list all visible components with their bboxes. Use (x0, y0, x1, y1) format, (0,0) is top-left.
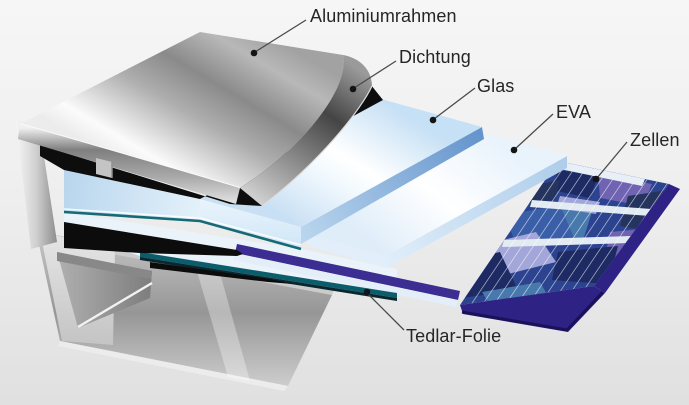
cells-edge-bottom (460, 286, 605, 332)
glass-bottom-edge (63, 210, 302, 251)
frame-bottom-cavity-top-shade (57, 252, 152, 279)
eva-front-face (308, 234, 386, 268)
label-dichtung: Dichtung (399, 47, 471, 67)
leader-dot-frame (250, 49, 258, 57)
leader-lines (254, 19, 628, 331)
frame-bottom-cavity-arris (77, 281, 153, 329)
seal-lower-upper-lip (64, 222, 243, 256)
leader-frame (254, 19, 307, 53)
glass-bottom-highlight (63, 208, 302, 246)
leader-seal (353, 60, 397, 89)
frame-top-face (20, 32, 344, 188)
frame-end-cut-swoosh (240, 55, 372, 206)
leader-cells (596, 141, 628, 179)
tedlar-foil-strip (140, 252, 397, 298)
glass-in-frame-sliver (64, 170, 200, 221)
label-glas: Glas (477, 76, 515, 96)
cells-edge-right (594, 184, 680, 293)
frame-bottom-bevel-sheen (196, 268, 250, 381)
leader-dot-seal (349, 85, 357, 93)
frame-top-rail (18, 32, 373, 207)
glass-right-face (301, 127, 484, 244)
laminate-understack (64, 212, 460, 307)
label-zellen: Zellen (630, 130, 680, 150)
frame-web (16, 120, 57, 249)
glass-front-face (200, 199, 301, 249)
leader-glass (433, 87, 476, 120)
frame-seal-notch-tab (96, 158, 112, 178)
seal-lower-under-lip (150, 262, 293, 284)
label-aluminiumrahmen: Aluminiumrahmen (310, 6, 457, 26)
eva-right-face (386, 156, 567, 268)
seal-upper (40, 85, 383, 206)
frame-swoosh-edge-highlight (261, 85, 373, 207)
eva-slab (308, 134, 567, 268)
leader-dot-glass (429, 116, 437, 124)
backsheet-pale-band (64, 212, 397, 300)
leader-dot-backsheet (363, 288, 371, 296)
label-eva: EVA (556, 102, 591, 122)
leader-eva (514, 113, 554, 150)
eva-top-face (308, 134, 567, 256)
leader-dot-cells (592, 175, 600, 183)
frame-front-band (18, 124, 240, 204)
leader-dots (250, 49, 600, 296)
frame-bottom-edge-highlight (58, 341, 288, 391)
cell-patch (460, 244, 478, 280)
leader-dot-eva (510, 146, 518, 154)
leader-backsheet (367, 293, 405, 331)
cells-edge-outline (461, 290, 605, 332)
label-tedlar-folie: Tedlar-Folie (406, 326, 502, 346)
cells-cross-section-stripe (235, 244, 460, 300)
pale-band-below-cells-stripe (233, 253, 458, 307)
